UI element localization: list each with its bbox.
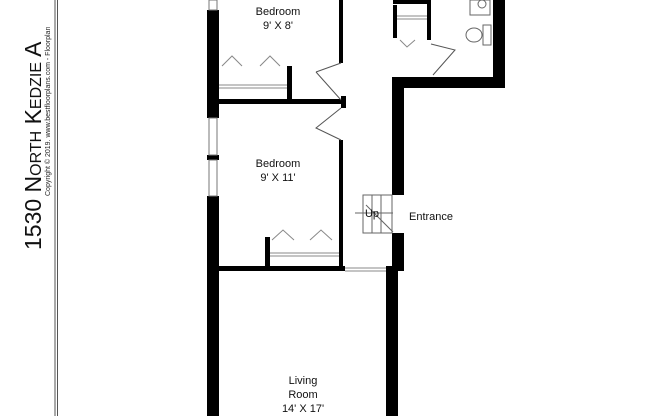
room-name: Bedroom bbox=[256, 6, 301, 18]
room-size: 14' X 17' bbox=[282, 403, 324, 415]
windows bbox=[208, 0, 218, 197]
stairs bbox=[355, 194, 394, 234]
copyright-text: Copyright © 2019. www.bestfloorplans.com… bbox=[44, 27, 52, 196]
doors bbox=[315, 43, 456, 141]
sink-icon bbox=[469, 0, 491, 16]
room-name: Living bbox=[289, 375, 318, 387]
room-size: 9' X 11' bbox=[260, 172, 295, 184]
room-name: Room bbox=[288, 389, 317, 401]
bathroom-fixtures bbox=[465, 0, 492, 46]
entrance-label: Entrance bbox=[409, 211, 453, 223]
toilet-icon bbox=[465, 27, 483, 43]
stairs-label: Up bbox=[365, 208, 379, 220]
room-name: Bedroom bbox=[256, 158, 301, 170]
room-size: 9' X 8' bbox=[263, 20, 293, 32]
closets bbox=[219, 15, 427, 272]
property-title: 1530 North Kedzie A bbox=[20, 41, 46, 250]
page-border bbox=[54, 0, 58, 416]
walls bbox=[207, 0, 505, 416]
